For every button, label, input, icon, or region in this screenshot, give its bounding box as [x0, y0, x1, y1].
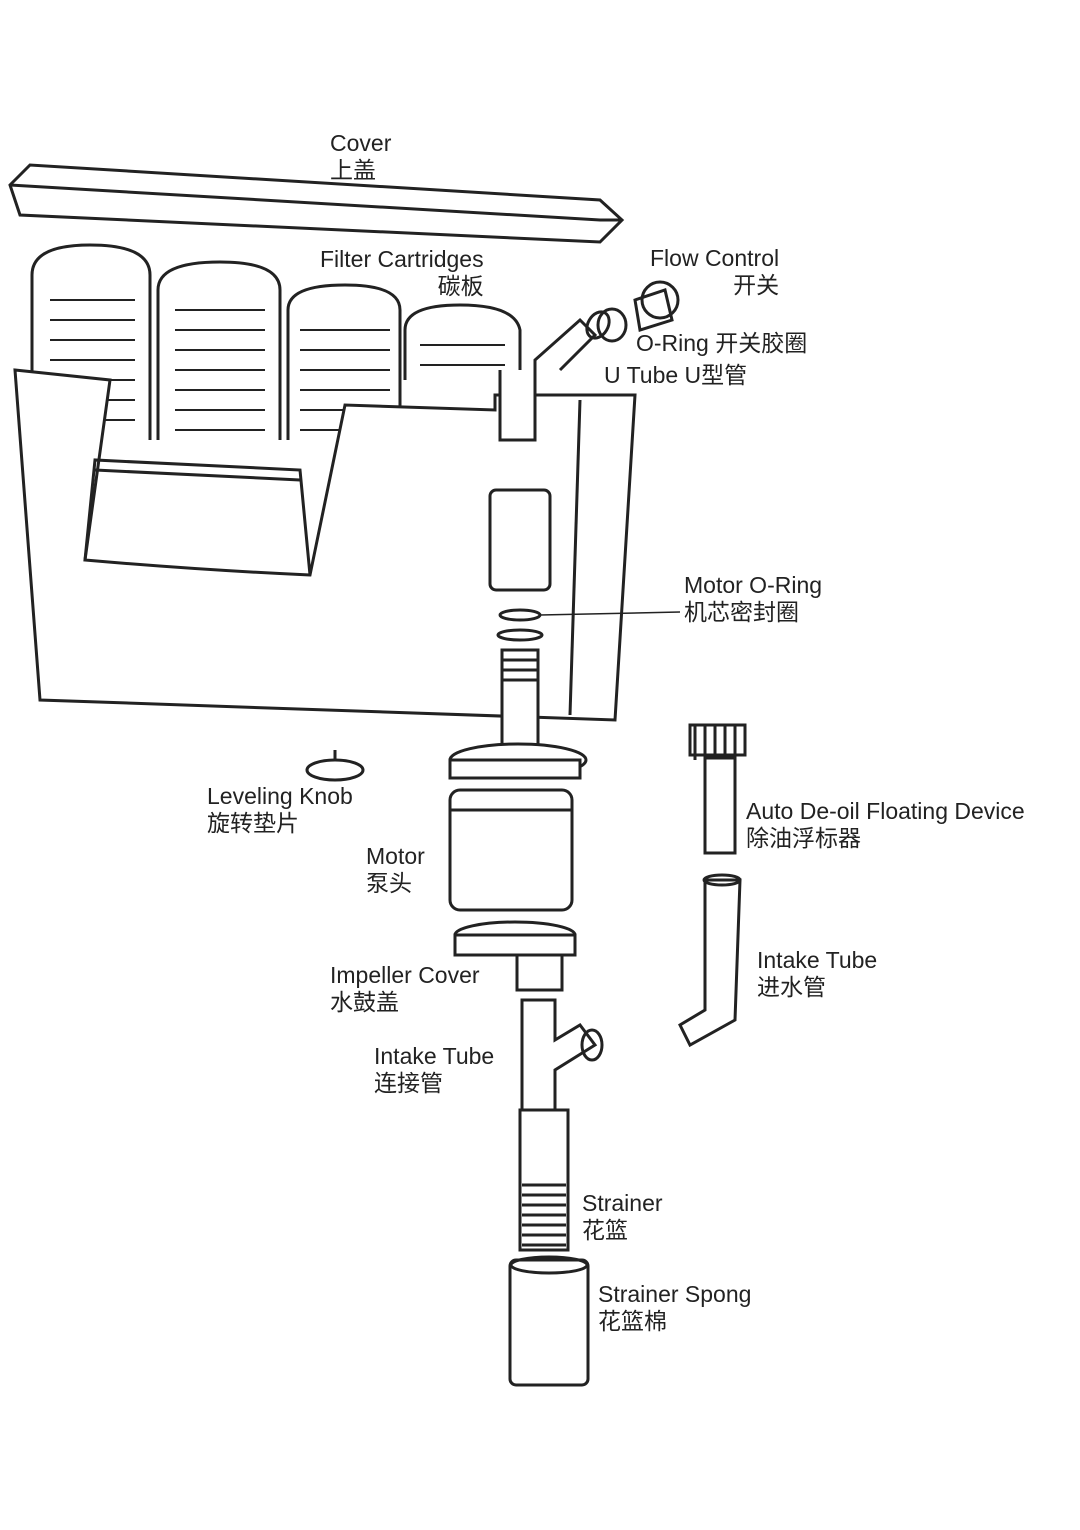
- label-en: Strainer Spong: [598, 1281, 752, 1307]
- label-intake-tube-right: Intake Tube 进水管: [757, 947, 877, 1001]
- u-tube-part: [498, 280, 680, 442]
- cover-part: [8, 163, 625, 244]
- label-zh: 旋转垫片: [207, 810, 299, 836]
- label-zh: 花篮棉: [598, 1308, 667, 1334]
- label-en: Flow Control: [650, 245, 780, 271]
- label-u-tube: U Tube U型管: [604, 362, 747, 389]
- label-leveling-knob: Leveling Knob 旋转垫片: [207, 783, 353, 837]
- label-en: Intake Tube: [374, 1043, 495, 1069]
- label-en: Filter Cartridges: [320, 246, 484, 272]
- label-motor-o-ring: Motor O-Ring 机芯密封圈: [684, 572, 822, 626]
- label-flow-control: Flow Control 开关: [650, 245, 779, 299]
- label-en: Impeller Cover: [330, 962, 480, 988]
- label-zh: 除油浮标器: [746, 825, 861, 851]
- label-filter-cartridges: Filter Cartridges 碳板: [320, 246, 484, 300]
- label-zh: 机芯密封圈: [684, 599, 799, 625]
- label-zh: 开关: [733, 272, 780, 298]
- label-zh: 开关胶圈: [715, 330, 808, 356]
- label-motor: Motor 泵头: [366, 843, 425, 897]
- label-zh: 进水管: [757, 974, 826, 1000]
- label-strainer-sponge: Strainer Spong 花篮棉: [598, 1281, 751, 1335]
- label-en: Auto De-oil Floating Device: [746, 798, 1025, 824]
- label-zh: 上盖: [330, 157, 376, 183]
- label-o-ring: O-Ring 开关胶圈: [636, 330, 807, 357]
- leveling-knob-part: [305, 750, 365, 782]
- label-en: Cover: [330, 130, 392, 156]
- motor-o-ring-leader: [539, 611, 681, 616]
- motor-assembly: [448, 488, 604, 1387]
- deoil-and-intake-part: [678, 723, 747, 1048]
- tank-body: [13, 368, 637, 722]
- label-impeller-cover: Impeller Cover 水鼓盖: [330, 962, 480, 1016]
- label-en: Motor O-Ring: [684, 572, 823, 598]
- label-en: Intake Tube: [757, 947, 878, 973]
- label-zh: U型管: [684, 362, 748, 388]
- label-zh: 花篮: [582, 1217, 628, 1243]
- label-strainer: Strainer 花篮: [582, 1190, 663, 1244]
- label-en: U Tube: [604, 362, 679, 388]
- label-cover: Cover 上盖: [330, 130, 391, 184]
- label-en: O-Ring: [636, 330, 709, 356]
- label-intake-tube-connector: Intake Tube 连接管: [374, 1043, 494, 1097]
- label-en: Strainer: [582, 1190, 663, 1216]
- label-en: Motor: [366, 843, 425, 869]
- label-auto-deoil: Auto De-oil Floating Device 除油浮标器: [746, 798, 1025, 852]
- label-zh: 泵头: [366, 870, 412, 896]
- label-en: Leveling Knob: [207, 783, 353, 809]
- label-zh: 碳板: [437, 273, 484, 299]
- label-zh: 连接管: [374, 1070, 443, 1096]
- label-zh: 水鼓盖: [330, 989, 399, 1015]
